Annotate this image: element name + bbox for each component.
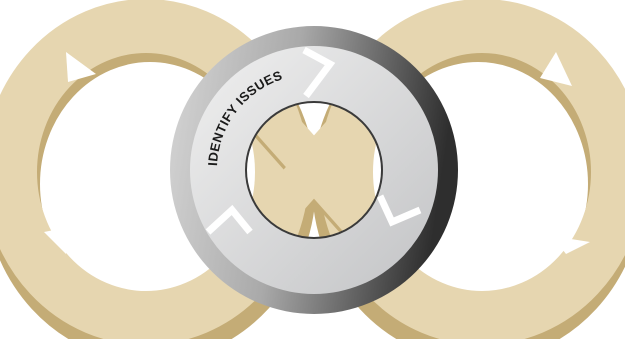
- diagram-canvas: IDENTIFY ISSUES: [0, 0, 625, 339]
- infinity-cycle-diagram: IDENTIFY ISSUES: [0, 0, 625, 339]
